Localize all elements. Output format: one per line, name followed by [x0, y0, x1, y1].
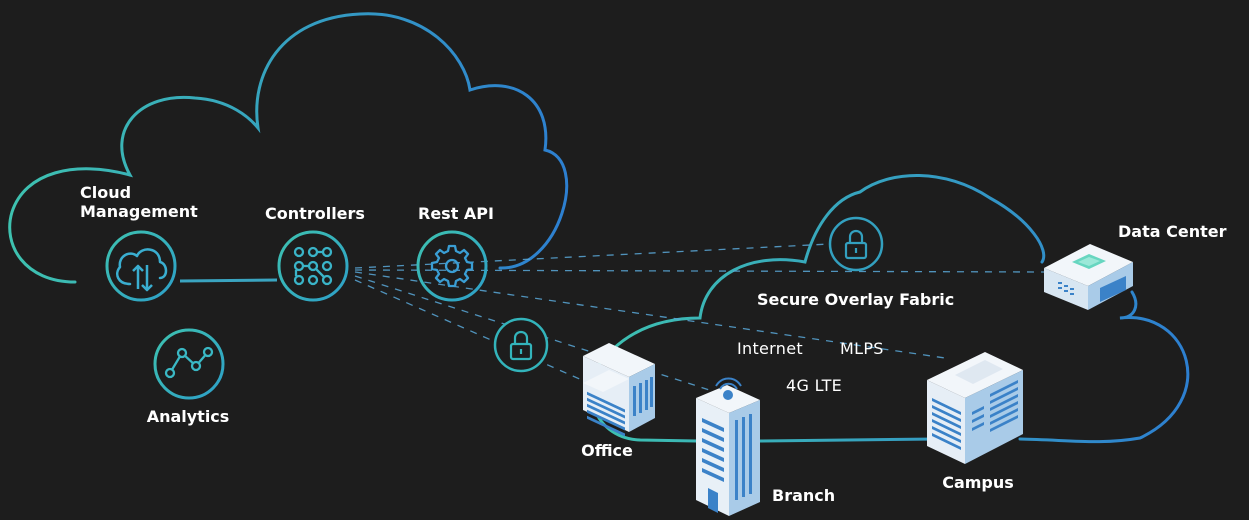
network-4g-lte: 4G LTE	[786, 376, 843, 395]
campus-building	[927, 352, 1023, 464]
gear-icon	[416, 230, 488, 302]
network-mlps: MLPS	[840, 339, 884, 358]
fabric-cloud	[589, 173, 1190, 444]
fabric-title: Secure Overlay Fabric	[757, 290, 955, 309]
controllers-label: Controllers	[265, 204, 365, 223]
branch-label: Branch	[772, 486, 836, 505]
rest-api-label: Rest API	[418, 204, 494, 223]
cloud-base-seg-2	[179, 278, 278, 283]
data-center-building	[1044, 244, 1133, 310]
management-cloud	[8, 12, 569, 284]
campus-label: Campus	[942, 473, 1014, 492]
network-internet: Internet	[737, 339, 803, 358]
padlock-icon	[493, 317, 549, 373]
padlock-icon	[828, 216, 884, 272]
data-center-label: Data Center	[1118, 222, 1227, 241]
office-building	[583, 343, 655, 437]
analytics-trend-icon	[153, 328, 225, 400]
branch-building	[696, 377, 760, 516]
analytics-label: Analytics	[146, 407, 230, 426]
cloud-management-label: Cloud Management	[80, 183, 198, 221]
cloud-sync-icon	[105, 230, 177, 302]
office-label: Office	[581, 441, 633, 460]
controllers-grid-icon	[277, 230, 349, 302]
